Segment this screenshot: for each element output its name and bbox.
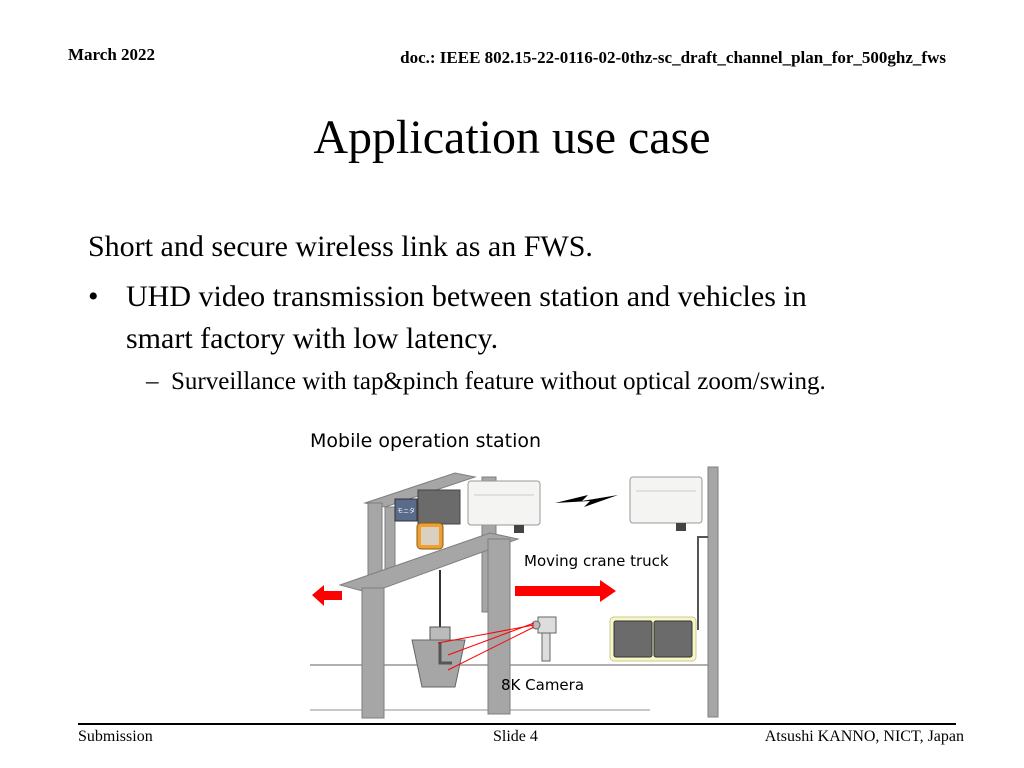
- gantry-left-post: [367, 502, 383, 582]
- label-moving-crane-truck: Moving crane truck: [524, 552, 669, 570]
- arrow-left: [312, 585, 342, 606]
- bullet-marker: •: [88, 280, 99, 313]
- footer-divider: [78, 723, 956, 725]
- sub-bullet-text: Surveillance with tap&pinch feature with…: [171, 368, 826, 395]
- camera-view-line-3: [447, 626, 535, 671]
- truck-pole: [707, 466, 719, 718]
- wireless-link-icon: [555, 495, 618, 507]
- bullet-text-line-1: UHD video transmission between station a…: [126, 280, 807, 313]
- cargo-box-2: [653, 620, 693, 658]
- gantry-left-leg: [361, 587, 385, 719]
- camera-body: [537, 616, 557, 634]
- header-doc-id: doc.: IEEE 802.15-22-0116-02-0thz-sc_dra…: [400, 48, 946, 67]
- gantry-right-leg: [487, 538, 511, 715]
- station-cabinet: [417, 489, 461, 525]
- slide-title: Application use case: [313, 111, 711, 164]
- gantry-cross-beam: [338, 532, 520, 594]
- cargo-box-1: [613, 620, 653, 658]
- unit-mount: [514, 525, 524, 533]
- footer-submission: Submission: [78, 728, 153, 745]
- camera-view-line-1: [447, 622, 535, 656]
- station-wireless-unit: [467, 480, 541, 526]
- camera-view-line-2: [437, 624, 535, 644]
- sub-bullet-marker: –: [146, 368, 159, 395]
- footer-author: Atsushi KANNO, NICT, Japan: [764, 728, 964, 745]
- footer-slide-number: Slide 4: [493, 728, 538, 745]
- bullet-text-line-2: smart factory with low latency.: [126, 322, 499, 355]
- truck-wireless-unit: [629, 476, 703, 524]
- monitor: [394, 498, 418, 522]
- unit-mount-2: [676, 523, 686, 531]
- hook: [438, 642, 452, 665]
- label-mobile-operation-station: Mobile operation station: [310, 430, 542, 452]
- header-date: March 2022: [68, 45, 156, 64]
- label-8k-camera: 8K Camera: [501, 676, 585, 694]
- use-case-diagram: モニタ: [310, 466, 719, 719]
- operator-icon-inner: [421, 527, 439, 545]
- arrow-right: [515, 580, 616, 602]
- monitor-label: モニタ: [397, 507, 415, 515]
- intro-text: Short and secure wireless link as an FWS…: [88, 230, 593, 263]
- camera-stand: [541, 632, 551, 662]
